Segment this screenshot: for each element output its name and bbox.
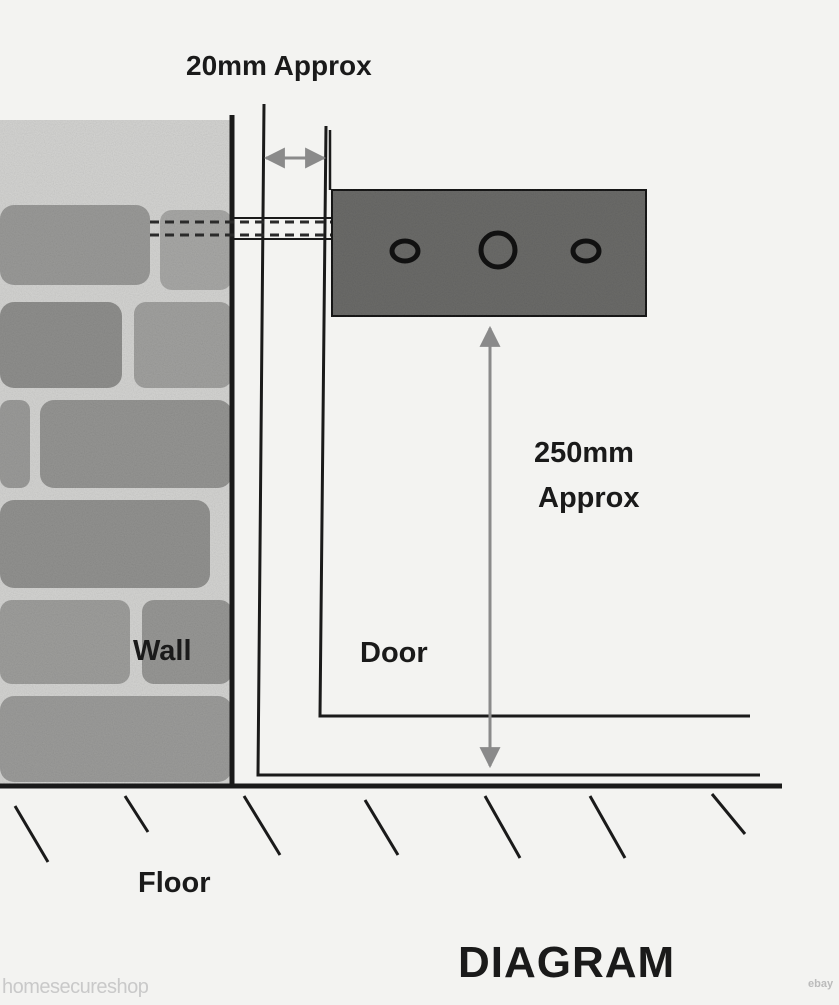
gap-dimension-arrow: [263, 130, 332, 190]
bolt-hole-icon: [478, 230, 518, 270]
height-dimension-label-approx: Approx: [538, 482, 640, 514]
ebay-watermark: ebay: [808, 978, 834, 990]
wall-label: Wall: [133, 635, 192, 667]
screw-hole-icon: [389, 238, 421, 264]
gap-dimension-label: 20mm Approx: [186, 50, 372, 81]
floor-label: Floor: [138, 867, 211, 899]
door: [318, 125, 750, 718]
floor: [0, 783, 782, 863]
height-dimension-label: 250mm: [534, 437, 634, 469]
wall: [0, 120, 232, 785]
security-bracket: [329, 187, 649, 319]
fixing-bolt: [150, 217, 331, 240]
door-frame: [256, 103, 760, 777]
screw-hole-icon: [570, 238, 602, 264]
watermark: homesecureshop: [2, 976, 149, 998]
door-label: Door: [360, 637, 428, 669]
diagram-title: DIAGRAM: [458, 938, 676, 987]
